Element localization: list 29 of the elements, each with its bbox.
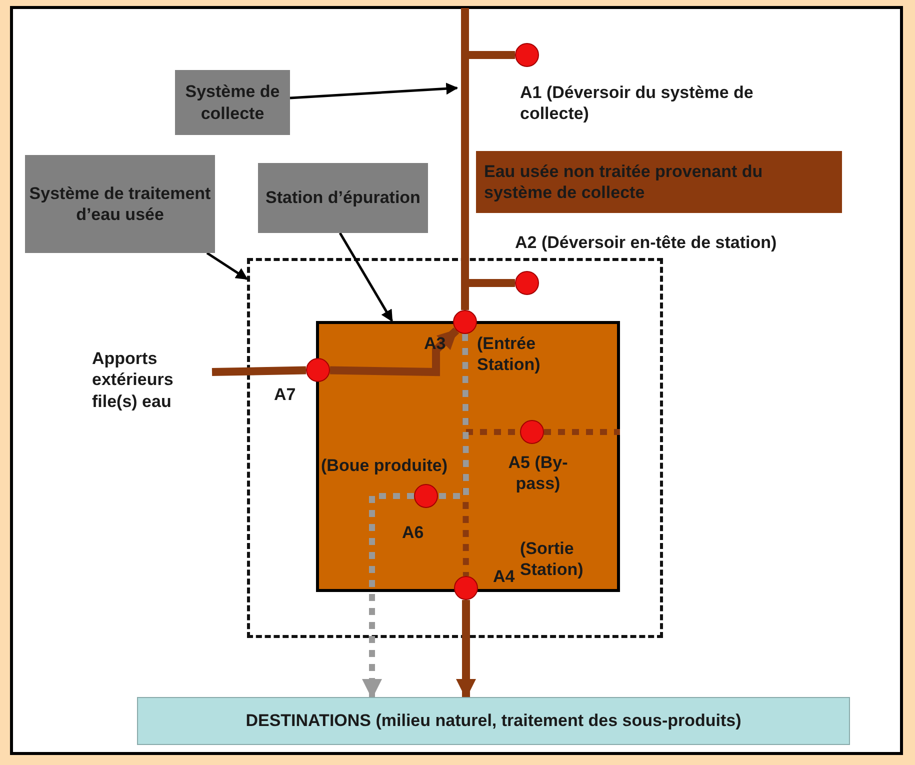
point-label: A4	[493, 566, 516, 588]
point-label: (Sortie Station)	[520, 538, 584, 580]
point-label: A5 (By-pass)	[507, 452, 569, 494]
callout-box: Système de collecte	[175, 70, 290, 135]
dotted-pipe	[544, 429, 620, 435]
point-label: A7	[274, 384, 297, 406]
leader-line	[338, 232, 394, 322]
flow-arrow	[330, 327, 460, 376]
station-box	[316, 321, 620, 592]
inflow-label: Apports extérieurs file(s) eau	[92, 340, 212, 420]
sampling-point	[520, 420, 544, 444]
destination-bar: DESTINATIONS (milieu naturel, traitement des sous-produits)	[137, 697, 850, 745]
point-label: A6	[402, 522, 425, 544]
sampling-point	[414, 484, 438, 508]
dashed-boundary	[247, 258, 663, 638]
point-label: A2 (Déversoir en-tête de station)	[515, 232, 778, 254]
flow-label-band: Eau usée non traitée provenant du système de collecte	[476, 151, 842, 213]
flow-arrow	[456, 600, 476, 699]
flow-arrow	[362, 493, 414, 699]
leader-line	[290, 82, 458, 100]
callout-box: Station d’épuration	[258, 163, 428, 233]
point-label: (Entrée Station)	[477, 333, 542, 376]
callout-box: Système de traitement d’eau usée	[25, 155, 215, 253]
point-label: (Boue produite)	[321, 455, 449, 476]
dotted-pipe	[438, 334, 470, 499]
pipe-line	[212, 366, 306, 376]
point-label: A1 (Déversoir du système de collecte)	[520, 82, 754, 124]
point-label: A3	[424, 333, 447, 354]
leader-line	[206, 252, 248, 280]
